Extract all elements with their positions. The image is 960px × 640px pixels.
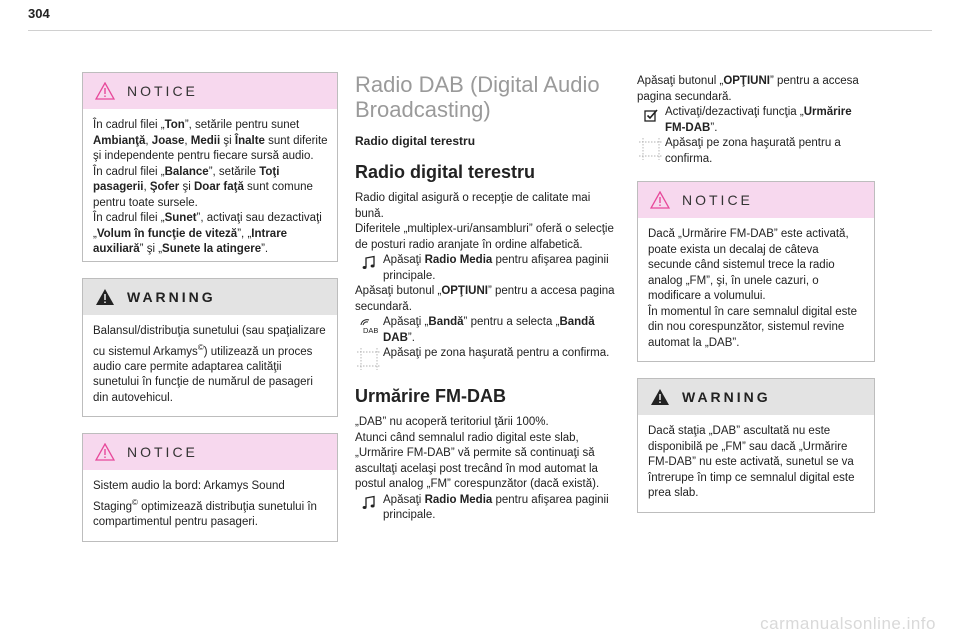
warning-header: WARNING bbox=[83, 279, 337, 315]
column-left: NOTICE În cadrul filei „Ton”, setările p… bbox=[82, 72, 338, 558]
dab-icon: DAB bbox=[360, 319, 378, 335]
notice-header: NOTICE bbox=[638, 182, 874, 218]
top-divider bbox=[28, 30, 932, 31]
warning-box-follow: WARNING Dacă staţia „DAB” ascultată nu e… bbox=[637, 378, 875, 513]
paragraph-follow: Atunci când semnalul radio digital este … bbox=[355, 431, 600, 491]
step-options: Apăsaţi butonul „OPŢIUNI” pentru a acces… bbox=[355, 285, 615, 313]
notice-body: Sistem audio la bord: Arkamys Sound Stag… bbox=[93, 480, 317, 529]
step-toggle-follow: Activaţi/dezactivaţi funcţia „Urmărire F… bbox=[637, 105, 875, 136]
warning-outline-icon bbox=[650, 191, 670, 209]
column-middle: Radio DAB (Digital Audio Broadcasting) R… bbox=[355, 72, 617, 524]
notice-body: În cadrul filei „Ton”, setările pentru s… bbox=[83, 109, 337, 268]
warning-filled-icon bbox=[651, 389, 669, 405]
hatched-zone-icon bbox=[357, 348, 381, 370]
notice-body: Dacă „Urmărire FM-DAB” este activată, po… bbox=[648, 228, 858, 349]
heading-follow-fm-dab: Urmărire FM-DAB bbox=[355, 386, 507, 406]
warning-body: Balansul/distribuţia sunetului (sau spaţ… bbox=[93, 325, 326, 404]
paragraph-quality: Radio digital asigură o recepţie de cali… bbox=[355, 192, 591, 220]
step-confirm: Apăsaţi pe zona haşurată pentru a confir… bbox=[355, 346, 617, 370]
warning-header: WARNING bbox=[638, 379, 874, 415]
notice-box-audio-settings: NOTICE În cadrul filei „Ton”, setările p… bbox=[82, 72, 338, 262]
notice-box-follow: NOTICE Dacă „Urmărire FM-DAB” este activ… bbox=[637, 181, 875, 362]
warning-filled-icon bbox=[96, 289, 114, 305]
step-options-2: Apăsaţi butonul „OPŢIUNI” pentru a acces… bbox=[637, 75, 859, 103]
section-subtitle: Radio digital terestru bbox=[355, 134, 476, 148]
step-radio-media: Apăsaţi Radio Media pentru afişarea pagi… bbox=[355, 253, 617, 284]
step-band-dab: DAB Apăsaţi „Bandă” pentru a selecta „Ba… bbox=[355, 315, 617, 346]
section-title: Radio DAB (Digital Audio Broadcasting) bbox=[355, 72, 600, 122]
notice-title: NOTICE bbox=[127, 83, 198, 99]
warning-outline-icon bbox=[95, 443, 115, 461]
step-confirm-2: Apăsaţi pe zona haşurată pentru a confir… bbox=[637, 136, 875, 167]
music-note-icon bbox=[362, 495, 375, 509]
column-right: Apăsaţi butonul „OPŢIUNI” pentru a acces… bbox=[637, 74, 875, 529]
heading-radio-digital: Radio digital terestru bbox=[355, 162, 536, 182]
checkbox-icon bbox=[644, 109, 658, 122]
footer-watermark: carmanualsonline.info bbox=[760, 614, 936, 633]
notice-box-arkamys: NOTICE Sistem audio la bord: Arkamys Sou… bbox=[82, 433, 338, 542]
notice-header: NOTICE bbox=[83, 434, 337, 471]
hatched-zone-icon bbox=[639, 138, 663, 160]
notice-title: NOTICE bbox=[682, 192, 753, 208]
notice-line-sunet: În cadrul filei „Sunet”, activaţi sau de… bbox=[93, 212, 322, 255]
svg-text:DAB: DAB bbox=[363, 326, 378, 335]
music-note-icon bbox=[362, 255, 375, 269]
notice-line-balance: În cadrul filei „Balance”, setările Toţi… bbox=[93, 165, 313, 209]
page-number: 304 bbox=[28, 6, 50, 21]
notice-header: NOTICE bbox=[83, 73, 337, 109]
step-radio-media-2: Apăsaţi Radio Media pentru afişarea pagi… bbox=[355, 493, 617, 524]
warning-body: Dacă staţia „DAB” ascultată nu este disp… bbox=[648, 425, 855, 499]
notice-line-ton: În cadrul filei „Ton”, setările pentru s… bbox=[93, 119, 328, 162]
warning-box-balance: WARNING Balansul/distribuţia sunetului (… bbox=[82, 278, 338, 418]
warning-title: WARNING bbox=[127, 289, 216, 305]
warning-title: WARNING bbox=[682, 389, 771, 405]
paragraph-multiplex: Diferitele „multiplex-uri/ansambluri” of… bbox=[355, 223, 614, 251]
warning-outline-icon bbox=[95, 82, 115, 100]
notice-title: NOTICE bbox=[127, 444, 198, 461]
paragraph-coverage: „DAB” nu acoperă teritoriul ţării 100%. bbox=[355, 416, 549, 428]
